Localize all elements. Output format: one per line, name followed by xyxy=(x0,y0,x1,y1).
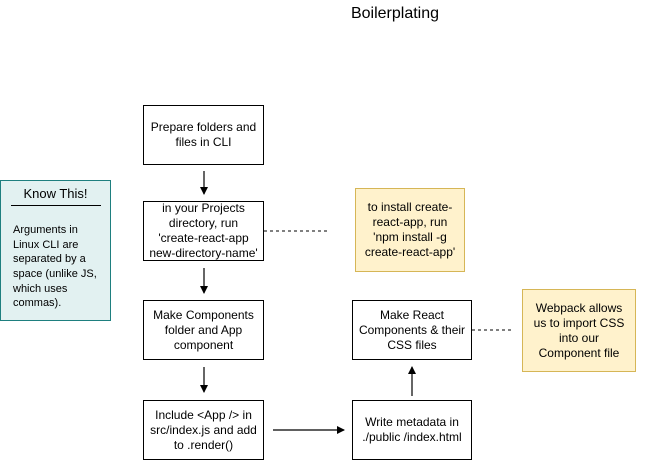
step-make-components-label: Make Components folder and App component xyxy=(153,307,254,352)
note-install-create-react-app: to install create-react-app, run 'npm in… xyxy=(355,188,465,272)
step-prepare-folders: Prepare folders and files in CLI xyxy=(143,105,264,165)
step-make-react-components-label: Make React Components & their CSS files xyxy=(358,307,466,352)
know-this-title: Know This! xyxy=(23,186,88,201)
step-write-metadata-label: Write metadata in ./public /index.html xyxy=(362,415,462,444)
step-make-react-components: Make React Components & their CSS files xyxy=(352,300,472,360)
step-run-create-react-app: in your Projects directory, run 'create-… xyxy=(143,201,264,261)
step-write-metadata: Write metadata in ./public /index.html xyxy=(352,400,472,460)
step-prepare-folders-label: Prepare folders and files in CLI xyxy=(150,120,257,149)
know-this-text: Arguments in Linux CLI are separated by … xyxy=(13,224,97,310)
diagram-title: Boilerplating xyxy=(350,5,440,22)
note-install-create-react-app-label: to install create-react-app, run 'npm in… xyxy=(364,200,456,259)
step-include-app-label: Include <App /> in src/index.js and add … xyxy=(150,407,257,452)
note-webpack-css: Webpack allows us to import CSS into our… xyxy=(522,289,636,372)
step-run-create-react-app-label: in your Projects directory, run 'create-… xyxy=(149,201,258,260)
step-include-app: Include <App /> in src/index.js and add … xyxy=(143,400,264,460)
note-webpack-css-label: Webpack allows us to import CSS into our… xyxy=(533,300,625,360)
know-this-panel: Know This! Arguments in Linux CLI are se… xyxy=(0,180,111,321)
step-make-components: Make Components folder and App component xyxy=(143,300,264,360)
know-this-divider xyxy=(11,205,101,206)
